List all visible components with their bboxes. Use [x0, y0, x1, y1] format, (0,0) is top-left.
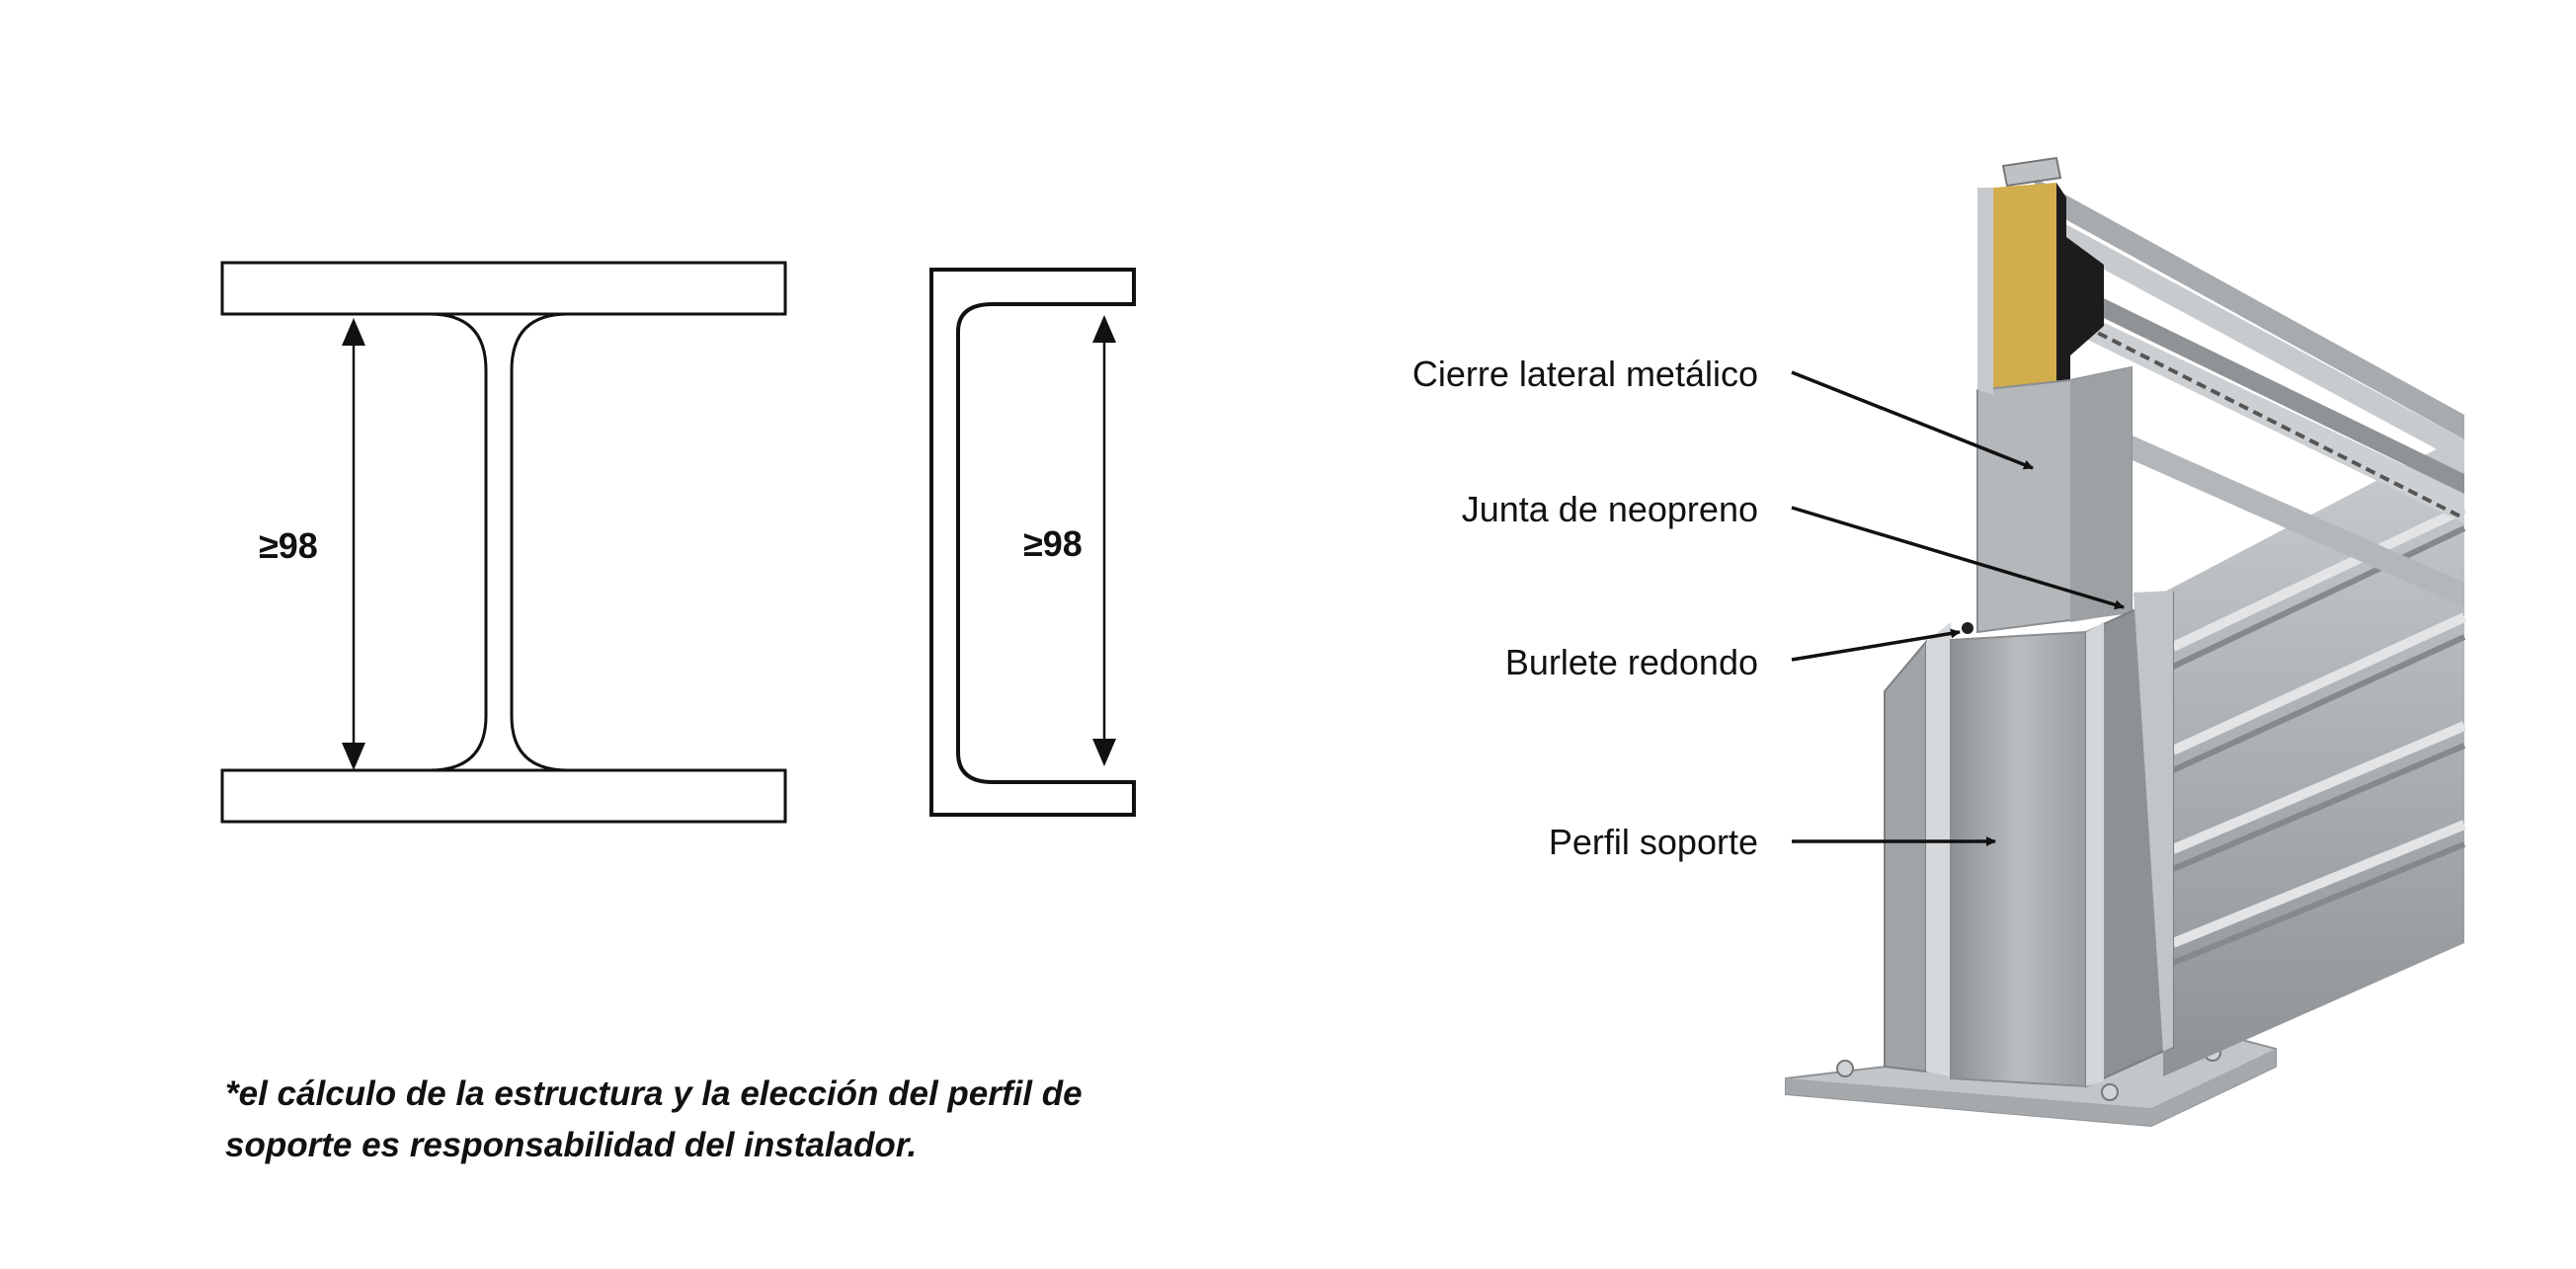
note-line-2: soporte es responsabilidad del instalado…	[225, 1126, 918, 1164]
ibeam-bottom-flange	[220, 768, 787, 824]
channel-height-label: ≥98	[1023, 523, 1083, 564]
insulation-core	[1993, 183, 2056, 395]
callout-2: Junta de neopreno	[1462, 489, 2125, 610]
callout-arrow-neoprene-joint	[1791, 506, 2125, 610]
callout-label-lateral-closure: Cierre lateral metálico	[1412, 354, 1758, 394]
channel-dimension: ≥98	[1023, 315, 1116, 766]
bolt-1	[1836, 1060, 1854, 1077]
callout-arrow-round-seal	[1791, 628, 1961, 662]
wall-assembly-illustration	[1785, 156, 2467, 1128]
ibeam-dimension: ≥98	[259, 318, 365, 770]
callout-label-round-seal: Burlete redondo	[1505, 642, 1758, 682]
callout-label-neoprene-joint: Junta de neopreno	[1462, 489, 1758, 529]
ibeam-profile	[220, 261, 787, 824]
round-seal	[1962, 622, 1973, 634]
callout-1: Cierre lateral metálico	[1412, 354, 2034, 470]
channel-outline	[929, 268, 1136, 817]
ibeam-web	[222, 312, 785, 772]
channel-profile	[929, 268, 1136, 817]
callout-4: Perfil soporte	[1549, 822, 1996, 862]
upper-rails	[2035, 178, 2465, 607]
callout-arrow-lateral-closure	[1791, 370, 2034, 470]
support-column	[1884, 591, 2174, 1088]
note-line-1: *el cálculo de la estructura y la elecci…	[225, 1074, 1083, 1113]
ibeam-height-label: ≥98	[259, 525, 318, 566]
corrugated-panels	[2163, 435, 2467, 1076]
bolt-2	[2101, 1083, 2119, 1101]
ibeam-top-flange	[220, 261, 787, 316]
installer-responsibility-note: *el cálculo de la estructura y la elecci…	[225, 1069, 1213, 1171]
callout-label-support-profile: Perfil soporte	[1549, 822, 1758, 862]
neoprene-gasket	[2056, 183, 2104, 390]
top-cap	[2001, 156, 2062, 188]
callout-3: Burlete redondo	[1505, 628, 1961, 682]
